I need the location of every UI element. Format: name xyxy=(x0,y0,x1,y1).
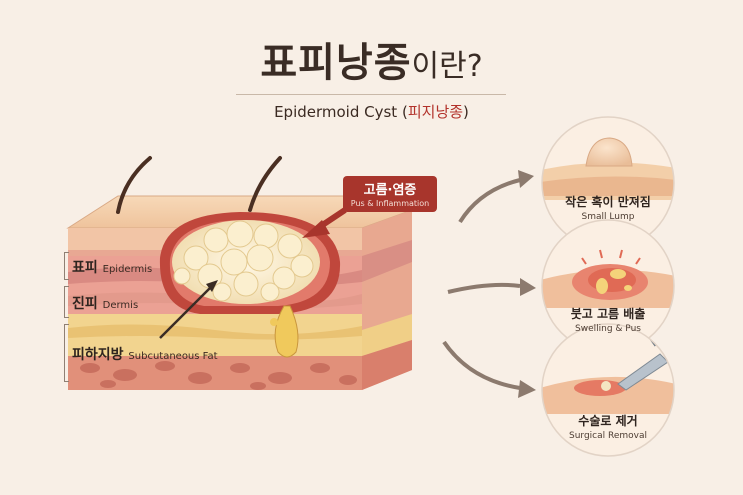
stage-circle-small-lump xyxy=(541,116,675,250)
label-dermis: 진피 Dermis xyxy=(72,296,139,312)
stage-arrow xyxy=(447,282,521,294)
stage-label-small-lump: 작은 혹이 만져짐 Small Lump xyxy=(565,195,651,222)
subtitle-korean: 피지낭종 xyxy=(407,103,464,121)
pus-inflammation-callout: 고름·염증 Pus & Inflammation xyxy=(343,176,437,212)
title-main: 표피낭종 xyxy=(260,40,412,86)
page-title: 표피낭종이란? xyxy=(0,30,743,88)
subtitle-english: Epidermoid Cyst xyxy=(274,103,398,121)
fat-pointer-arrow xyxy=(159,285,213,339)
subtitle: Epidermoid Cyst (피지낭종) xyxy=(274,103,469,121)
bracket-fat xyxy=(64,324,69,382)
title-suffix: 이란? xyxy=(411,49,483,84)
stage-arrow xyxy=(458,178,521,224)
stage-label-swelling: 붓고 고름 배출 Swelling & Pus xyxy=(570,307,646,334)
stage-circle-swelling xyxy=(541,219,675,353)
label-subcutaneous-fat: 피하지방 Subcutaneous Fat xyxy=(72,347,218,363)
stage-circle-surgical-removal xyxy=(541,323,675,457)
pus-drop xyxy=(274,305,299,358)
stage-arrow xyxy=(442,340,521,390)
bracket-dermis xyxy=(64,286,69,318)
label-epidermis: 표피 Epidermis xyxy=(72,260,153,276)
hair xyxy=(248,156,282,212)
cyst-contents xyxy=(172,220,320,304)
stage-label-surgical-removal: 수술로 제거 Surgical Removal xyxy=(569,414,647,441)
bracket-epidermis xyxy=(64,252,69,280)
hair xyxy=(116,156,152,214)
title-divider xyxy=(236,94,506,95)
